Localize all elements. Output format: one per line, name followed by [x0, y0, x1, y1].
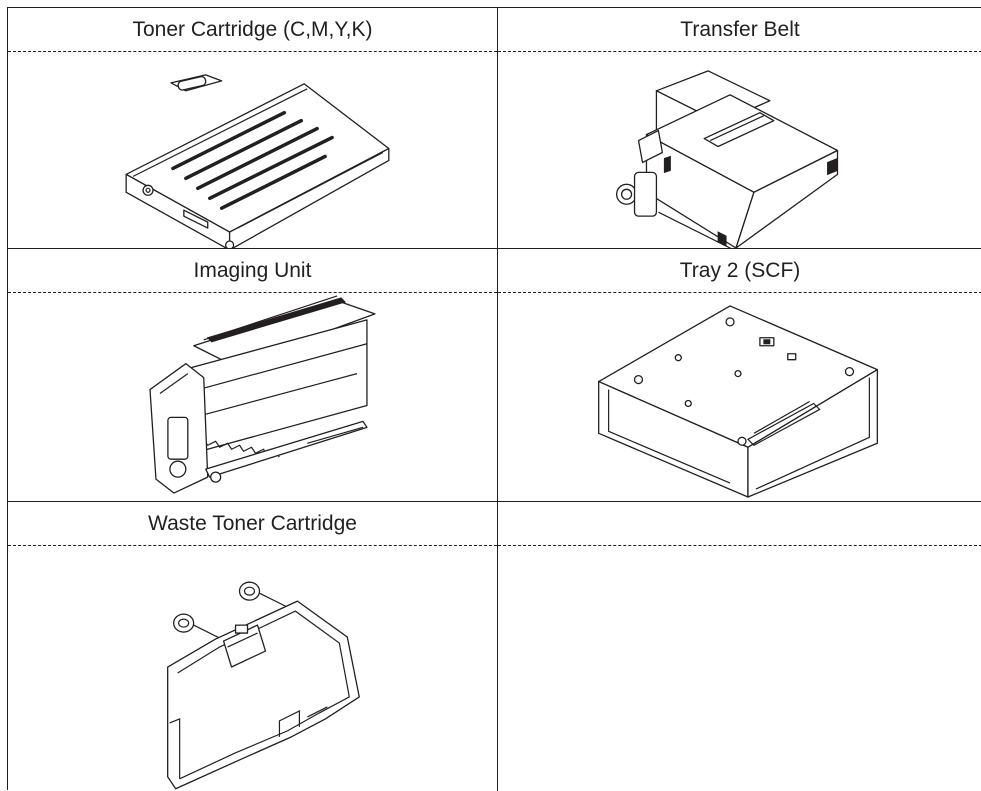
tray-2-illustration	[498, 294, 981, 501]
tray-2-label: Tray 2 (SCF)	[498, 249, 981, 293]
imaging-unit-label: Imaging Unit	[8, 249, 497, 293]
toner-cartridge-label: Toner Cartridge (C,M,Y,K)	[8, 8, 497, 52]
imaging-unit-illustration	[8, 294, 497, 501]
waste-toner-cartridge-illustration	[8, 547, 497, 791]
waste-toner-cartridge-cell: Waste Toner Cartridge	[8, 502, 498, 791]
empty-cell-label	[498, 502, 981, 546]
imaging-unit-cell: Imaging Unit	[8, 249, 498, 502]
transfer-belt-cell: Transfer Belt	[498, 8, 981, 249]
waste-toner-cartridge-label: Waste Toner Cartridge	[8, 502, 497, 546]
parts-table: Toner Cartridge (C,M,Y,K)	[7, 7, 981, 791]
transfer-belt-label: Transfer Belt	[498, 8, 981, 52]
tray-2-cell: Tray 2 (SCF)	[498, 249, 981, 502]
transfer-belt-illustration	[498, 53, 981, 248]
empty-cell	[498, 502, 981, 791]
toner-cartridge-cell: Toner Cartridge (C,M,Y,K)	[8, 8, 498, 249]
toner-cartridge-illustration	[8, 53, 497, 248]
